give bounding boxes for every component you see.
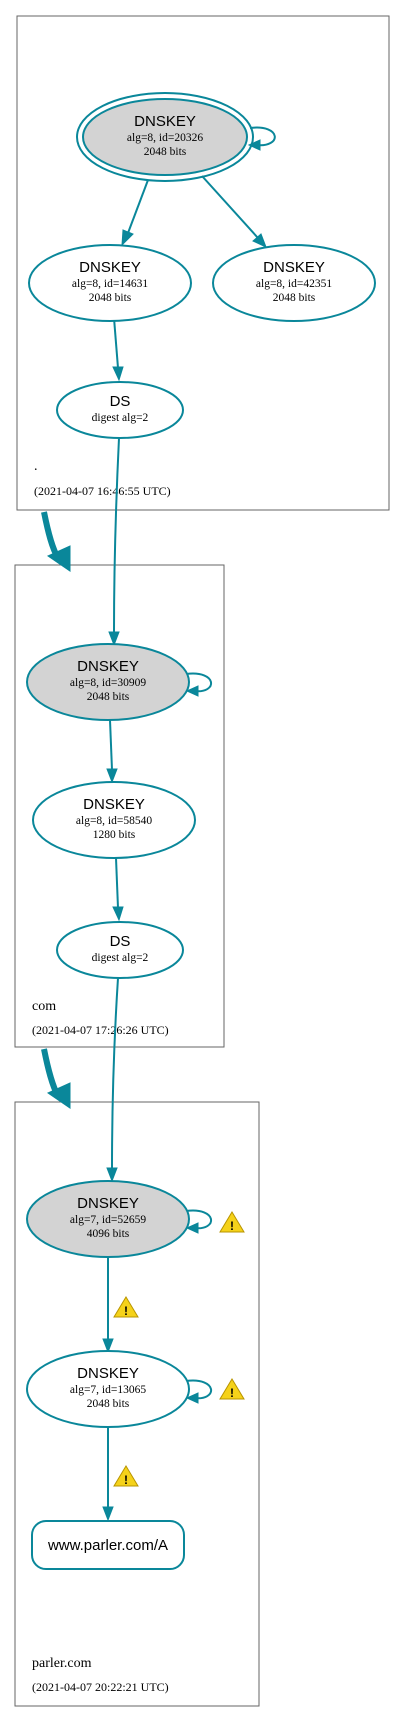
- zone-parler-name: parler.com: [32, 1656, 92, 1671]
- node-root-zsk2-line1: alg=8, id=42351: [256, 278, 332, 290]
- node-root-zsk1-line2: 2048 bits: [89, 292, 132, 304]
- edge-com-ksk-to-zsk-head: [106, 768, 118, 784]
- self-loop-parler-ksk-head: [185, 1222, 199, 1234]
- edge-root-ds-to-com-ksk: [113, 437, 120, 633]
- zone-root: . (2021-04-07 16:46:55 UTC): [16, 15, 390, 511]
- node-parler-zsk-title: DNSKEY: [77, 1365, 139, 1382]
- node-root-ksk-line2: 2048 bits: [144, 146, 187, 158]
- node-com-ksk-line2: 2048 bits: [87, 691, 130, 703]
- node-com-zsk-line1: alg=8, id=58540: [76, 815, 152, 827]
- zone-com: com (2021-04-07 17:26:26 UTC): [14, 564, 225, 1048]
- delegation-com-parler: [41, 1048, 71, 1109]
- node-parler-ksk: DNSKEY alg=7, id=52659 4096 bits: [26, 1180, 190, 1258]
- zone-root-box: [16, 15, 390, 511]
- node-com-ksk-title: DNSKEY: [77, 658, 139, 675]
- node-parler-rrset: www.parler.com/A: [31, 1520, 185, 1570]
- warning-icon[interactable]: !: [113, 1465, 139, 1487]
- self-loop-parler-ksk: [185, 1209, 213, 1230]
- warning-icon[interactable]: !: [219, 1211, 245, 1233]
- edge-com-ksk-to-zsk: [109, 719, 113, 771]
- edge-com-ds-to-parler-ksk: [111, 977, 119, 1169]
- node-parler-zsk-line1: alg=7, id=13065: [70, 1384, 146, 1396]
- edge-root-zsk-to-ds: [113, 317, 119, 369]
- edge-root-ksk-to-zsk2-head: [252, 233, 267, 248]
- self-loop-parler-zsk-head: [185, 1392, 199, 1404]
- node-com-ksk-line1: alg=8, id=30909: [70, 677, 146, 689]
- node-com-ds-title: DS: [110, 933, 131, 950]
- zone-root-name: .: [34, 459, 38, 474]
- node-root-zsk1-line1: alg=8, id=14631: [72, 278, 148, 290]
- edge-com-zsk-to-ds-head: [112, 906, 124, 922]
- node-root-ksk-title: DNSKEY: [134, 113, 196, 130]
- svg-text:!: !: [124, 1304, 128, 1318]
- node-root-zsk-42351: DNSKEY alg=8, id=42351 2048 bits: [212, 244, 376, 322]
- node-parler-zsk-line2: 2048 bits: [87, 1398, 130, 1410]
- svg-text:!: !: [230, 1219, 234, 1233]
- edge-root-ksk-to-zsk1-head: [121, 229, 134, 247]
- edge-parler-ksk-to-zsk-head: [102, 1338, 114, 1354]
- node-root-ds: DS digest alg=2: [56, 381, 184, 439]
- delegation-root-com: [41, 511, 71, 572]
- zone-com-timestamp: (2021-04-07 17:26:26 UTC): [32, 1023, 169, 1037]
- zone-parler-timestamp: (2021-04-07 20:22:21 UTC): [32, 1680, 169, 1694]
- edge-root-zsk-to-ds-head: [112, 366, 124, 382]
- warning-icon[interactable]: !: [113, 1296, 139, 1318]
- self-loop-com-ksk: [185, 672, 213, 693]
- svg-text:!: !: [230, 1386, 234, 1400]
- node-parler-ksk-line1: alg=7, id=52659: [70, 1214, 146, 1226]
- node-parler-zsk: DNSKEY alg=7, id=13065 2048 bits: [26, 1350, 190, 1428]
- edge-root-ds-to-com-ksk-head: [108, 631, 120, 647]
- self-loop-com-ksk-head: [185, 685, 199, 697]
- self-loop-root-ksk-head: [247, 139, 261, 151]
- zone-com-name: com: [32, 999, 56, 1014]
- node-root-zsk2-title: DNSKEY: [263, 259, 325, 276]
- node-root-ksk: DNSKEY alg=8, id=20326 2048 bits: [76, 92, 254, 182]
- node-com-zsk-line2: 1280 bits: [93, 829, 136, 841]
- node-com-ksk: DNSKEY alg=8, id=30909 2048 bits: [26, 643, 190, 721]
- svg-text:!: !: [124, 1473, 128, 1487]
- delegation-root-com-head: [46, 545, 71, 572]
- edge-root-ksk-to-zsk1: [127, 179, 149, 234]
- edge-root-ksk-to-zsk2: [201, 175, 259, 239]
- warning-icon[interactable]: !: [219, 1378, 245, 1400]
- node-root-zsk-14631: DNSKEY alg=8, id=14631 2048 bits: [28, 244, 192, 322]
- node-root-ds-title: DS: [110, 393, 131, 410]
- node-parler-rrset-title: www.parler.com/A: [47, 1537, 168, 1554]
- node-com-zsk-title: DNSKEY: [83, 796, 145, 813]
- self-loop-root-ksk: [249, 126, 276, 147]
- node-com-ds: DS digest alg=2: [56, 921, 184, 979]
- node-root-zsk2-line2: 2048 bits: [273, 292, 316, 304]
- edge-parler-zsk-to-rrset-head: [102, 1506, 114, 1522]
- node-com-zsk: DNSKEY alg=8, id=58540 1280 bits: [32, 781, 196, 859]
- node-parler-ksk-title: DNSKEY: [77, 1195, 139, 1212]
- self-loop-parler-zsk: [185, 1379, 213, 1400]
- node-root-zsk1-title: DNSKEY: [79, 259, 141, 276]
- node-parler-ksk-line2: 4096 bits: [87, 1228, 130, 1240]
- node-root-ksk-line1: alg=8, id=20326: [127, 132, 203, 144]
- node-root-ds-line1: digest alg=2: [92, 412, 149, 424]
- edge-com-ds-to-parler-ksk-head: [106, 1167, 118, 1183]
- node-com-ds-line1: digest alg=2: [92, 952, 149, 964]
- zone-com-box: [14, 564, 225, 1048]
- delegation-com-parler-head: [46, 1082, 71, 1109]
- zone-root-timestamp: (2021-04-07 16:46:55 UTC): [34, 484, 171, 498]
- zone-parler-box: [14, 1101, 260, 1707]
- edge-com-zsk-to-ds: [115, 857, 119, 909]
- zone-parler: parler.com (2021-04-07 20:22:21 UTC): [14, 1101, 260, 1707]
